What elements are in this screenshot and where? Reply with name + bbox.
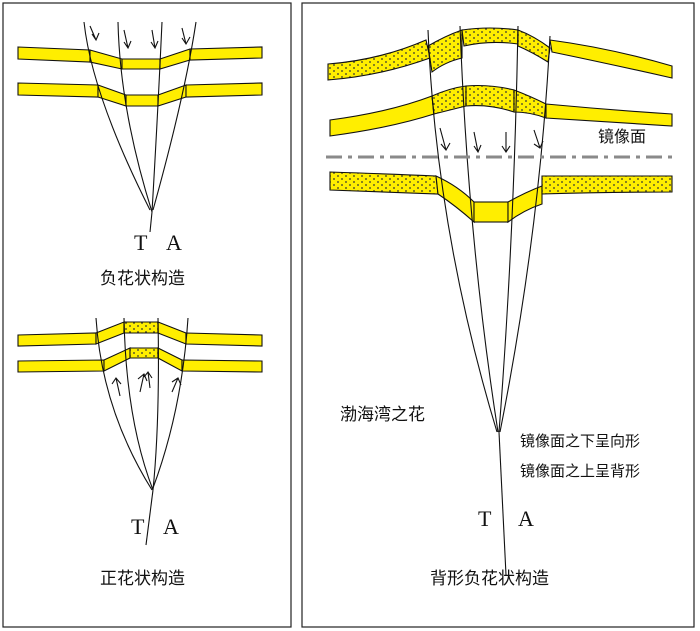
lower-layer xyxy=(17,347,263,373)
left-panel-frame xyxy=(2,2,292,628)
fault-lines xyxy=(427,25,551,576)
fault-label-a: A xyxy=(518,506,534,531)
upper-layer xyxy=(17,46,263,70)
down-arrows xyxy=(89,25,191,50)
fault-label-a: A xyxy=(166,230,182,255)
bohai-bay-flower-title: 渤海湾之花 xyxy=(340,405,425,425)
fault-lines xyxy=(83,21,197,233)
bottom-layer xyxy=(329,171,673,224)
negative-flower-structure xyxy=(17,21,263,233)
down-arrows xyxy=(439,127,544,154)
negative-flower-caption: 负花状构造 xyxy=(100,269,185,289)
lower-layer xyxy=(17,82,263,107)
antiform-negative-flower xyxy=(327,25,673,576)
mirror-plane-label: 镜像面 xyxy=(598,127,646,146)
right-panel-frame xyxy=(301,2,695,628)
middle-layer xyxy=(329,84,673,137)
up-arrows xyxy=(111,371,182,397)
fault-lines xyxy=(95,317,189,546)
positive-flower-structure xyxy=(17,317,263,546)
top-layer xyxy=(327,27,673,81)
positive-flower-caption: 正花状构造 xyxy=(100,569,185,589)
fault-label-t: T xyxy=(478,506,492,531)
note-above-mirror: 镜像面之上呈背形 xyxy=(520,462,640,480)
antiform-negative-flower-caption: 背形负花状构造 xyxy=(430,569,549,589)
note-below-mirror: 镜像面之下呈向形 xyxy=(520,432,640,450)
fault-label-a: A xyxy=(163,514,179,539)
fault-label-t: T xyxy=(134,230,148,255)
upper-layer xyxy=(17,321,263,347)
fault-label-t: T xyxy=(131,514,145,539)
